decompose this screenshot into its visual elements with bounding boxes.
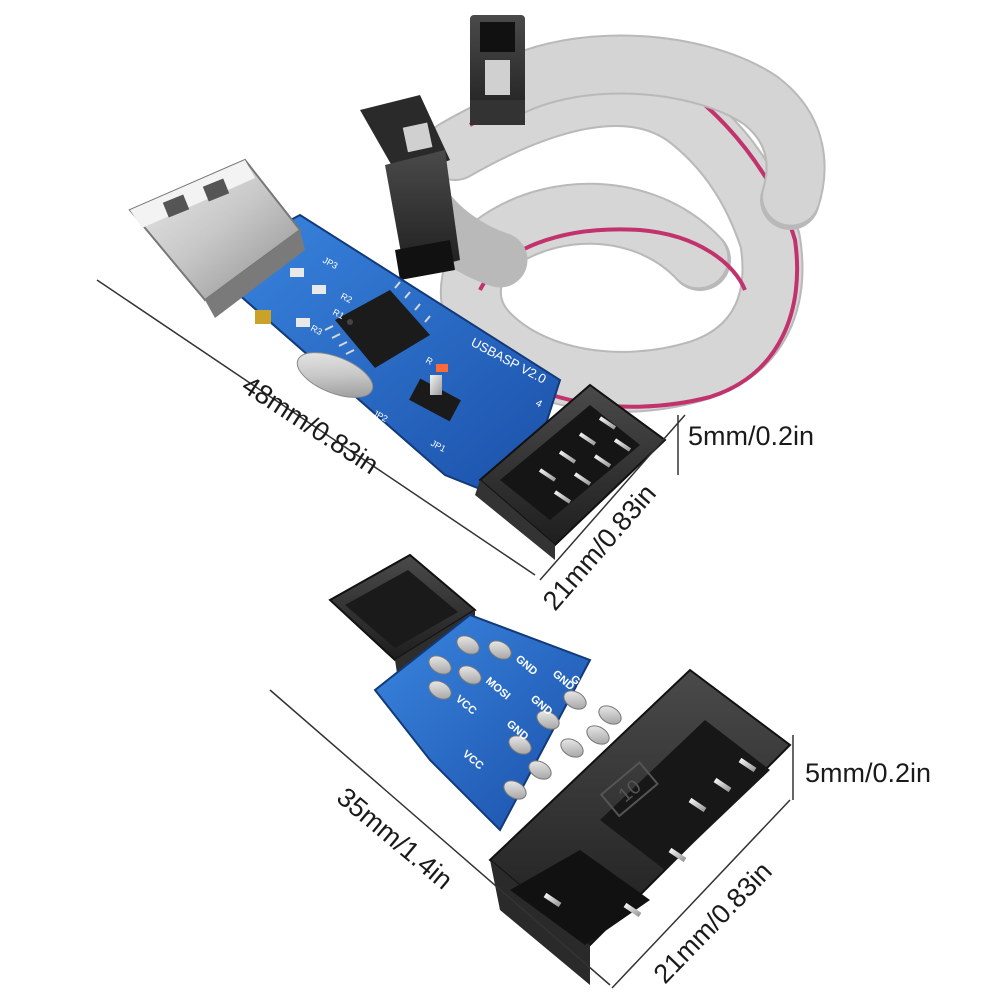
label-r3: R3 (309, 323, 324, 337)
usbasp-10pin-header (475, 383, 667, 560)
adapter-pcb (373, 613, 592, 832)
label-r1: R1 (331, 307, 346, 321)
label-r2: R2 (339, 291, 354, 305)
adapter-10pin-header: 10 (488, 668, 792, 985)
resistor (312, 285, 326, 294)
usb-plug (128, 158, 305, 318)
resistor (296, 318, 310, 327)
adapter-board: VCC VCC GND MOSI GND GND GND GND 1 (328, 553, 792, 985)
led (436, 364, 448, 372)
dimension-lines (96, 279, 794, 989)
capacitor (255, 310, 271, 324)
label-f1: F1 (237, 327, 251, 341)
label-c3: C3 (284, 349, 299, 363)
idc-connector-top (470, 15, 525, 125)
adapter-pins (428, 635, 622, 800)
label-c1: C1 (249, 333, 264, 347)
adapter-height-label: 5mm/0.2in (805, 758, 931, 788)
usbasp-height-label: 5mm/0.2in (688, 421, 814, 451)
idc-connector-left (360, 95, 460, 280)
microcontroller-chip (324, 281, 431, 368)
adapter-width-label: 21mm/0.83in (648, 856, 778, 989)
crystal-oscillator (296, 352, 374, 398)
jumper-block (409, 375, 461, 422)
label-pin4: 4 (534, 398, 544, 411)
label-r: R (424, 355, 435, 367)
label-c2: C2 (265, 341, 280, 355)
resistor (290, 268, 304, 277)
